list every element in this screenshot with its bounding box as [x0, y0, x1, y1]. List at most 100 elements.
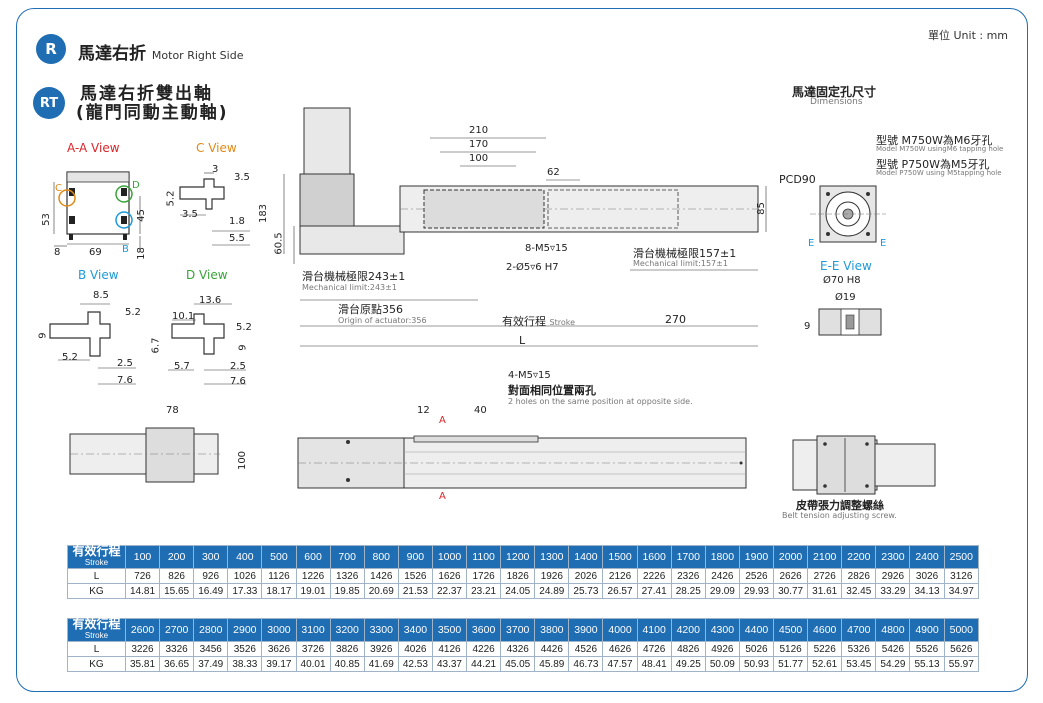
ee-dim-19: Ø19 [835, 292, 856, 303]
side-view-drawing [283, 107, 767, 347]
table-cell: 2326 [670, 568, 706, 584]
side-dim-62: 62 [547, 167, 560, 178]
title: 馬達右折 Motor Right Side [78, 39, 243, 64]
mech-left-cn: 滑台機械極限243±1 [302, 270, 406, 283]
table-cell: 42.53 [397, 656, 433, 672]
table-cell: 2026 [568, 568, 604, 584]
subtitle-line2: (龍門同動主動軸) [76, 103, 229, 123]
table-cell: 5426 [875, 641, 911, 657]
table-cell: 2100 [807, 545, 843, 569]
table-cell: 300 [193, 545, 229, 569]
top-view-drawing [297, 435, 747, 489]
top-dim-78: 78 [166, 405, 179, 416]
table-cell: 22.37 [431, 583, 468, 599]
table-cell: 4326 [500, 641, 536, 657]
table-cell: 45.05 [500, 656, 536, 672]
b-view-title: B View [78, 268, 119, 282]
table-cell: 5226 [807, 641, 843, 657]
d-view-title: D View [186, 268, 228, 282]
table-cell: 2826 [841, 568, 877, 584]
table-cell: 28.25 [670, 583, 706, 599]
table-cell: 20.69 [363, 583, 399, 599]
table-cell: 14.81 [124, 583, 161, 599]
table-cell: 45.89 [534, 656, 570, 672]
table-cell: 1526 [397, 568, 433, 584]
c-view-drawing [179, 172, 250, 246]
top-holes-en: 2 holes on the same position at opposite… [508, 397, 693, 406]
table-cell: 2926 [875, 568, 911, 584]
table-cell: 926 [193, 568, 229, 584]
side-dim-605: 60.5 [273, 232, 285, 255]
table-cell: 700 [329, 545, 365, 569]
table-cell: 55.97 [943, 656, 980, 672]
d-dim-57: 5.7 [174, 361, 190, 372]
aa-dim-69: 69 [89, 247, 102, 258]
table-cell: 29.09 [704, 583, 740, 599]
table-cell: 200 [159, 545, 195, 569]
table-cell: 3500 [431, 618, 468, 642]
table-cell: 17.33 [227, 583, 263, 599]
table-cell: 3456 [193, 641, 229, 657]
table-cell: 2726 [807, 568, 843, 584]
table-cell: 4426 [534, 641, 570, 657]
table-cell: 3400 [397, 618, 433, 642]
c-dim-55: 5.5 [229, 233, 245, 244]
page-frame [16, 8, 1028, 692]
table-cell: 800 [363, 545, 399, 569]
table-cell: 3826 [329, 641, 365, 657]
table-cell: 3100 [295, 618, 331, 642]
table-cell: 4826 [670, 641, 706, 657]
table-cell: 1300 [534, 545, 570, 569]
d-dim-67: 6.7 [150, 337, 162, 354]
pcd-label: PCD90 [779, 173, 816, 186]
table-cell: 38.33 [227, 656, 263, 672]
table-cell: 2200 [841, 545, 877, 569]
table-cell: 41.69 [363, 656, 399, 672]
table-cell: 1926 [534, 568, 570, 584]
p750-en: Model P750W using M5tapping hole [876, 169, 1002, 177]
table-cell: 48.41 [636, 656, 672, 672]
side-dim-L: L [519, 334, 526, 347]
table-cell: 2626 [773, 568, 809, 584]
table-cell: 2600 [124, 618, 161, 642]
badge-r: R [36, 34, 66, 64]
l-header: L [67, 641, 126, 657]
c-dim-35: 3.5 [234, 172, 250, 183]
table-cell: 1400 [568, 545, 604, 569]
table-cell: 18.17 [261, 583, 297, 599]
table-cell: 1426 [363, 568, 399, 584]
belt-cn: 皮帶張力調整螺絲 [796, 499, 884, 512]
mech-right-cn: 滑台機械極限157±1 [633, 247, 737, 260]
table-cell: 43.37 [431, 656, 468, 672]
table-cell: 3200 [329, 618, 365, 642]
table-cell: 46.73 [568, 656, 604, 672]
table-cell: 1800 [704, 545, 740, 569]
d-dim-25: 2.5 [230, 361, 246, 372]
b-dim-52: 5.2 [125, 307, 141, 318]
kg-header: KG [67, 656, 126, 672]
table-cell: 1100 [466, 545, 502, 569]
table-cell: 3600 [466, 618, 502, 642]
table-cell: 5326 [841, 641, 877, 657]
table-cell: 3926 [363, 641, 399, 657]
motor-dims-title-cn: 馬達固定孔尺寸 [792, 85, 877, 99]
table-cell: 1126 [261, 568, 297, 584]
table-cell: 3226 [124, 641, 161, 657]
table-cell: 26.57 [602, 583, 638, 599]
aa-view-title: A-A View [67, 141, 120, 155]
table-cell: 2526 [738, 568, 775, 584]
b-dim-52b: 5.2 [62, 352, 78, 363]
section-a-top: A [439, 415, 446, 426]
table-cell: 34.13 [909, 583, 945, 599]
table-cell: 4000 [602, 618, 638, 642]
side-dim-270: 270 [665, 313, 686, 326]
table-cell: 1000 [431, 545, 468, 569]
table-cell: 4100 [636, 618, 672, 642]
table-cell: 55.13 [909, 656, 945, 672]
table-cell: 5126 [773, 641, 809, 657]
